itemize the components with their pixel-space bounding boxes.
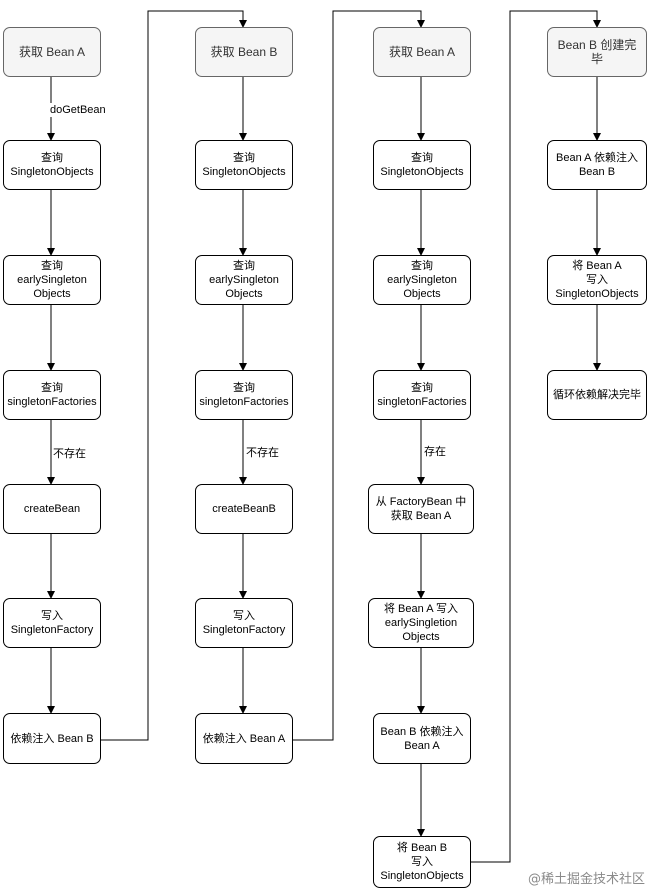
arrow-c1-to-c2 bbox=[101, 10, 247, 741]
c4-bean-a-inject-bean-b: Bean A 依赖注入 Bean B bbox=[547, 140, 647, 190]
edge-label-not-exist-c1: 不存在 bbox=[53, 447, 86, 461]
c2-create-bean-b: createBeanB bbox=[195, 484, 293, 534]
arrow-c2-to-c3 bbox=[293, 10, 425, 741]
c3-write-bean-a-early-singleton: 将 Bean A 写入 earlySingletion Objects bbox=[368, 598, 474, 648]
c4-circular-dependency-resolved: 循环依赖解决完毕 bbox=[547, 370, 647, 420]
c1-query-early-singleton-objects: 查询 earlySingleton Objects bbox=[3, 255, 101, 305]
c3-start-get-bean-a: 获取 Bean A bbox=[373, 27, 471, 77]
c3-query-early-singleton-objects: 查询 earlySingleton Objects bbox=[373, 255, 471, 305]
c2-query-singleton-objects: 查询 SingletonObjects bbox=[195, 140, 293, 190]
c3-write-bean-b-singleton-objects: 将 Bean B 写入 SingletonObjects bbox=[373, 836, 471, 888]
c3-query-singleton-objects: 查询 SingletonObjects bbox=[373, 140, 471, 190]
c1-create-bean: createBean bbox=[3, 484, 101, 534]
c2-write-singleton-factory: 写入 SingletonFactory bbox=[195, 598, 293, 648]
c4-write-bean-a-singleton-objects: 将 Bean A 写入 SingletonObjects bbox=[547, 255, 647, 305]
c1-start-get-bean-a: 获取 Bean A bbox=[3, 27, 101, 77]
c2-inject-bean-a: 依赖注入 Bean A bbox=[195, 713, 293, 764]
edge-label-exist-c3: 存在 bbox=[424, 445, 446, 459]
c2-start-get-bean-b: 获取 Bean B bbox=[195, 27, 293, 77]
c1-query-singleton-objects: 查询 SingletonObjects bbox=[3, 140, 101, 190]
c3-query-singleton-factories: 查询 singletonFactories bbox=[373, 370, 471, 420]
c3-bean-b-inject-bean-a: Bean B 依赖注入 Bean A bbox=[373, 713, 471, 764]
edge-label-not-exist-c2: 不存在 bbox=[246, 446, 279, 460]
c1-write-singleton-factory: 写入 SingletonFactory bbox=[3, 598, 101, 648]
c3-get-bean-a-from-factory: 从 FactoryBean 中 获取 Bean A bbox=[368, 484, 474, 534]
watermark: @稀土掘金技术社区 bbox=[527, 872, 645, 887]
c4-start-bean-b-created: Bean B 创建完毕 bbox=[547, 27, 647, 77]
c1-query-singleton-factories: 查询 singletonFactories bbox=[3, 370, 101, 420]
arrow-c3-to-c4 bbox=[471, 10, 601, 863]
c2-query-singleton-factories: 查询 singletonFactories bbox=[195, 370, 293, 420]
c1-inject-bean-b: 依赖注入 Bean B bbox=[3, 713, 101, 764]
edge-label-dogetbean: doGetBean bbox=[50, 103, 106, 117]
c2-query-early-singleton-objects: 查询 earlySingleton Objects bbox=[195, 255, 293, 305]
